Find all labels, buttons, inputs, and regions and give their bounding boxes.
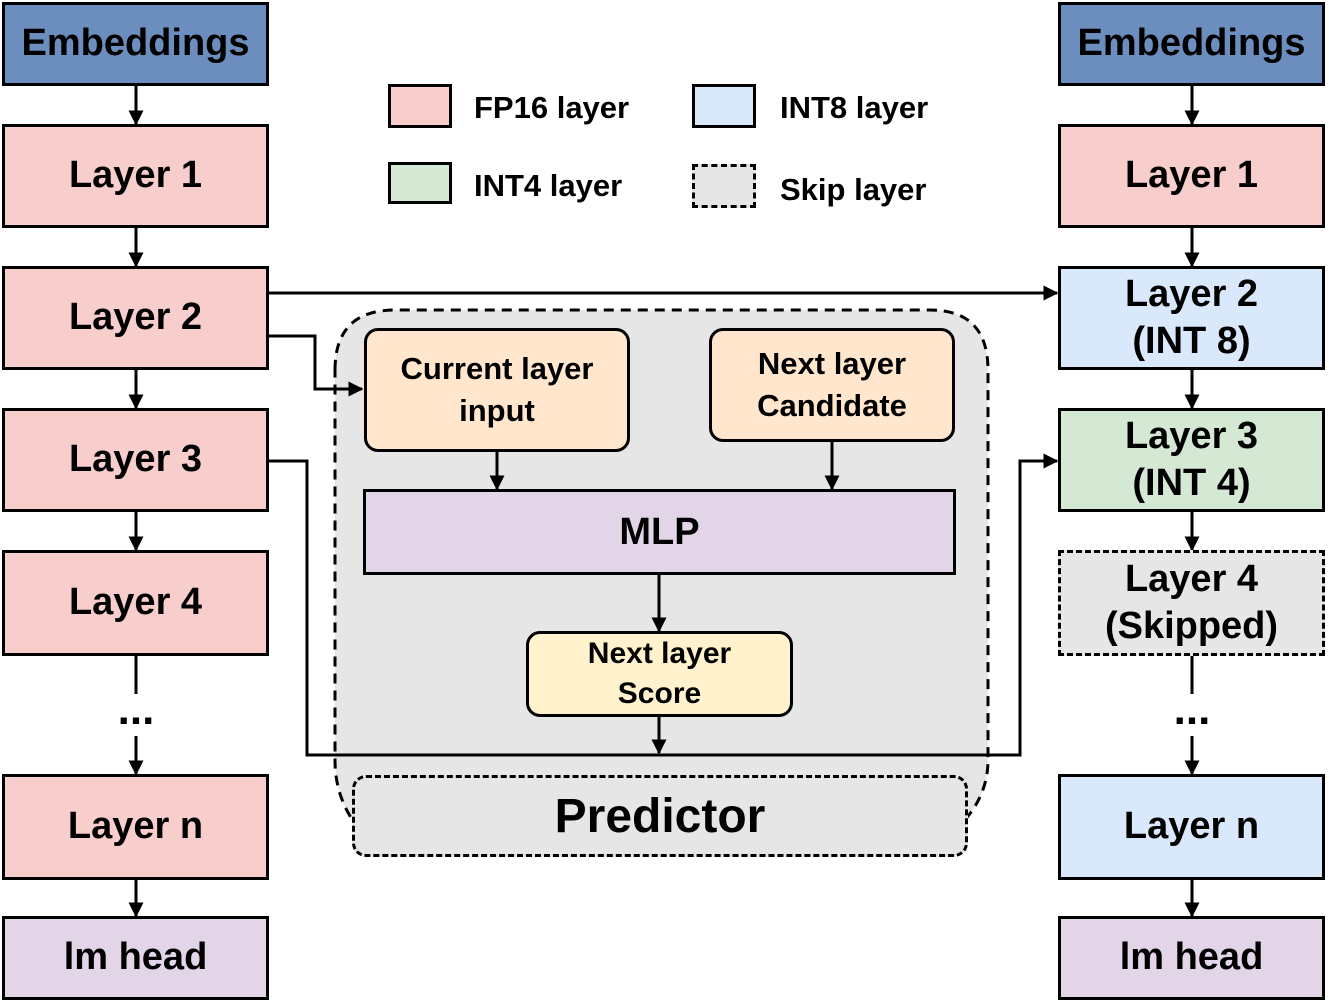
left-layer-3: Layer 3	[2, 408, 269, 512]
right-layer-2-title: Layer 2	[1124, 272, 1259, 315]
right-layer-2-precision: (INT 8)	[1132, 320, 1251, 362]
right-layer-2: Layer 2 (INT 8)	[1058, 266, 1325, 370]
right-layer-4: Layer 4 (Skipped)	[1058, 550, 1325, 656]
next-layer-score-line2: Score	[617, 677, 702, 710]
next-layer-score-line1: Next layer	[587, 636, 732, 670]
left-lm-head: lm head	[2, 916, 269, 1000]
right-embeddings: Embeddings	[1058, 2, 1325, 86]
current-layer-input: Current layer input	[364, 328, 630, 452]
right-layer-4-title: Layer 4	[1124, 557, 1259, 600]
current-layer-input-line1: Current layer	[400, 351, 594, 387]
next-layer-score: Next layer Score	[526, 631, 793, 717]
right-layer-3-precision: (INT 4)	[1132, 462, 1251, 504]
legend-int4-swatch	[388, 162, 452, 204]
current-layer-input-line2: input	[459, 393, 535, 428]
right-ellipsis: ...	[1173, 685, 1211, 734]
next-layer-candidate-line2: Candidate	[757, 388, 907, 423]
legend-fp16-swatch	[388, 84, 452, 128]
next-layer-candidate: Next layer Candidate	[709, 328, 955, 442]
legend-int8-label: INT8 layer	[780, 90, 929, 125]
next-layer-candidate-line1: Next layer	[757, 346, 907, 382]
right-layer-1: Layer 1	[1058, 124, 1325, 228]
left-layer-2: Layer 2	[2, 266, 269, 370]
left-ellipsis: ...	[117, 685, 155, 734]
left-layer-n: Layer n	[2, 774, 269, 880]
right-layer-3-title: Layer 3	[1124, 414, 1259, 457]
left-layer-4: Layer 4	[2, 550, 269, 656]
right-lm-head: lm head	[1058, 916, 1325, 1000]
right-layer-n: Layer n	[1058, 774, 1325, 880]
legend-skip-label: Skip layer	[780, 172, 927, 207]
predictor-label: Predictor	[352, 775, 968, 857]
right-layer-4-status: (Skipped)	[1104, 605, 1279, 647]
left-layer-1: Layer 1	[2, 124, 269, 228]
mlp-block: MLP	[363, 489, 956, 575]
legend-int4-label: INT4 layer	[474, 168, 623, 203]
left-embeddings: Embeddings	[2, 2, 269, 86]
legend-fp16-label: FP16 layer	[474, 90, 630, 125]
legend-skip-swatch	[692, 164, 756, 208]
right-layer-3: Layer 3 (INT 4)	[1058, 408, 1325, 512]
legend-int8-swatch	[692, 84, 756, 128]
